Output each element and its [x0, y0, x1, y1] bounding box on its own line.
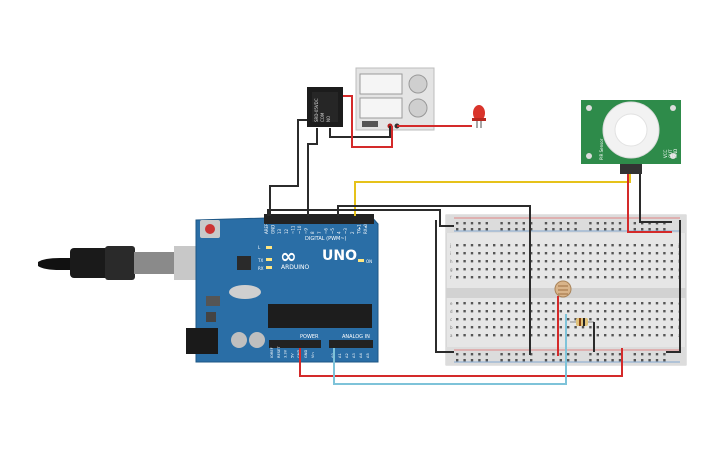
digital-pin-label: GND [271, 225, 276, 234]
digital-pin-label: ~9 [304, 228, 309, 234]
digital-pin-label: ~3 [343, 228, 348, 234]
breadboard-row-letter: e [450, 301, 453, 306]
analog-pin-label: A4 [359, 353, 363, 358]
breadboard-row-letter: j [677, 243, 679, 248]
power-pin-label: 5V [290, 353, 294, 358]
wire-pir-out-yellow[interactable] [354, 174, 631, 216]
digital-pin-label: 13 [277, 228, 282, 234]
power-pin-label: GND [304, 350, 308, 358]
tx-led-label: TX [257, 258, 263, 263]
breadboard-row-letter: j [449, 243, 451, 248]
power-pin-label: RESET [277, 346, 281, 358]
analog-pin-label: A3 [352, 353, 356, 358]
atmega-chip [268, 304, 372, 328]
power-pin-label: Vin [311, 352, 315, 358]
breadboard-row-letter: d [450, 309, 453, 314]
relay-label: COM [320, 112, 325, 122]
breadboard-row-letter: i [678, 251, 679, 256]
power-header-label: POWER [300, 334, 319, 340]
analog-pin-label: A2 [345, 353, 349, 358]
wire-relay-to-arduino-5v[interactable] [307, 128, 318, 216]
wire-breadboard-right-black[interactable] [666, 220, 681, 353]
pir-label: PIR Sensor [599, 138, 604, 160]
breadboard-holes[interactable] [456, 222, 673, 362]
analog-pin-label: A5 [366, 353, 370, 358]
power-jack[interactable] [186, 328, 218, 354]
usb-cable[interactable] [38, 246, 206, 280]
resistor[interactable] [570, 318, 594, 326]
on-led-label: ON [366, 259, 372, 264]
pir-label: GND [673, 149, 678, 158]
red-led[interactable] [472, 105, 486, 128]
breadboard-row-letter: c [450, 317, 452, 322]
wire-pir-gnd-black[interactable] [639, 174, 672, 223]
analog-header-label: ANALOG IN [342, 334, 370, 340]
l-led-label: L [258, 245, 261, 250]
wire-breadboard-left-black[interactable] [435, 220, 454, 353]
wire-5v-red[interactable] [299, 348, 623, 377]
breadboard-row-letter: h [450, 259, 453, 264]
wire-pir-vcc-red[interactable] [627, 174, 672, 233]
arduino-brand-label: ARDUINO [281, 264, 310, 271]
breadboard-row-letter: f [450, 275, 452, 280]
digital-pin-label: ~5 [330, 228, 335, 234]
digital-pin-label: ~10 [297, 225, 302, 234]
relay-label: NO [326, 116, 331, 122]
breadboard-row-letter: b [450, 325, 453, 330]
digital-pin-label: ~11 [290, 225, 295, 234]
wire-supply-red[interactable] [343, 95, 393, 148]
digital-pin-label: ~6 [323, 228, 328, 234]
wire-relay-to-supply[interactable] [329, 126, 391, 138]
reset-button-cap[interactable] [205, 224, 215, 234]
digital-header-label: DIGITAL (PWM~) [305, 236, 347, 242]
arduino-infinity-logo: ∞ [280, 244, 297, 268]
breadboard-row-letter: g [450, 267, 453, 272]
arduino-uno[interactable]: ∞ UNO ARDUINO DIGITAL (PWM~) TX RX L ON … [186, 214, 379, 363]
analog-pin-label: A1 [338, 353, 342, 358]
power-pin-label: IOREF [270, 347, 274, 358]
arduino-uno-logo: UNO [322, 248, 357, 264]
breadboard-row-letter: a [450, 333, 453, 338]
wires[interactable] [267, 95, 681, 385]
wire-a0-blue[interactable] [333, 314, 567, 385]
relay-label: SRD-05VDC [314, 98, 319, 122]
pir-label: OUT [668, 149, 673, 158]
digital-pin-label: 12 [284, 228, 289, 234]
pir-label: VCC [663, 149, 668, 158]
digital-pin-label: TX▸1 [356, 224, 361, 235]
digital-pin-label: RX◂0 [363, 223, 368, 234]
power-pin-label: 3.3V [284, 349, 288, 358]
wire-relay-gnd-to-arduino[interactable] [269, 119, 307, 216]
digital-pin-label: 4 [337, 231, 342, 234]
digital-pin-label: 2 [350, 231, 355, 234]
wire-arduino-digital-black[interactable] [267, 209, 454, 227]
digital-pin-label: 7 [317, 231, 322, 234]
power-supply[interactable] [355, 67, 435, 131]
breadboard-row-letter: i [450, 251, 451, 256]
digital-pin-label: 8 [310, 231, 315, 234]
terminal-negative[interactable] [362, 121, 378, 127]
current-knob[interactable] [408, 98, 428, 118]
photoresistor[interactable] [554, 280, 572, 298]
rx-led-label: RX [258, 266, 264, 271]
voltage-knob[interactable] [408, 74, 428, 94]
digital-pin-label: AREF [264, 223, 269, 234]
